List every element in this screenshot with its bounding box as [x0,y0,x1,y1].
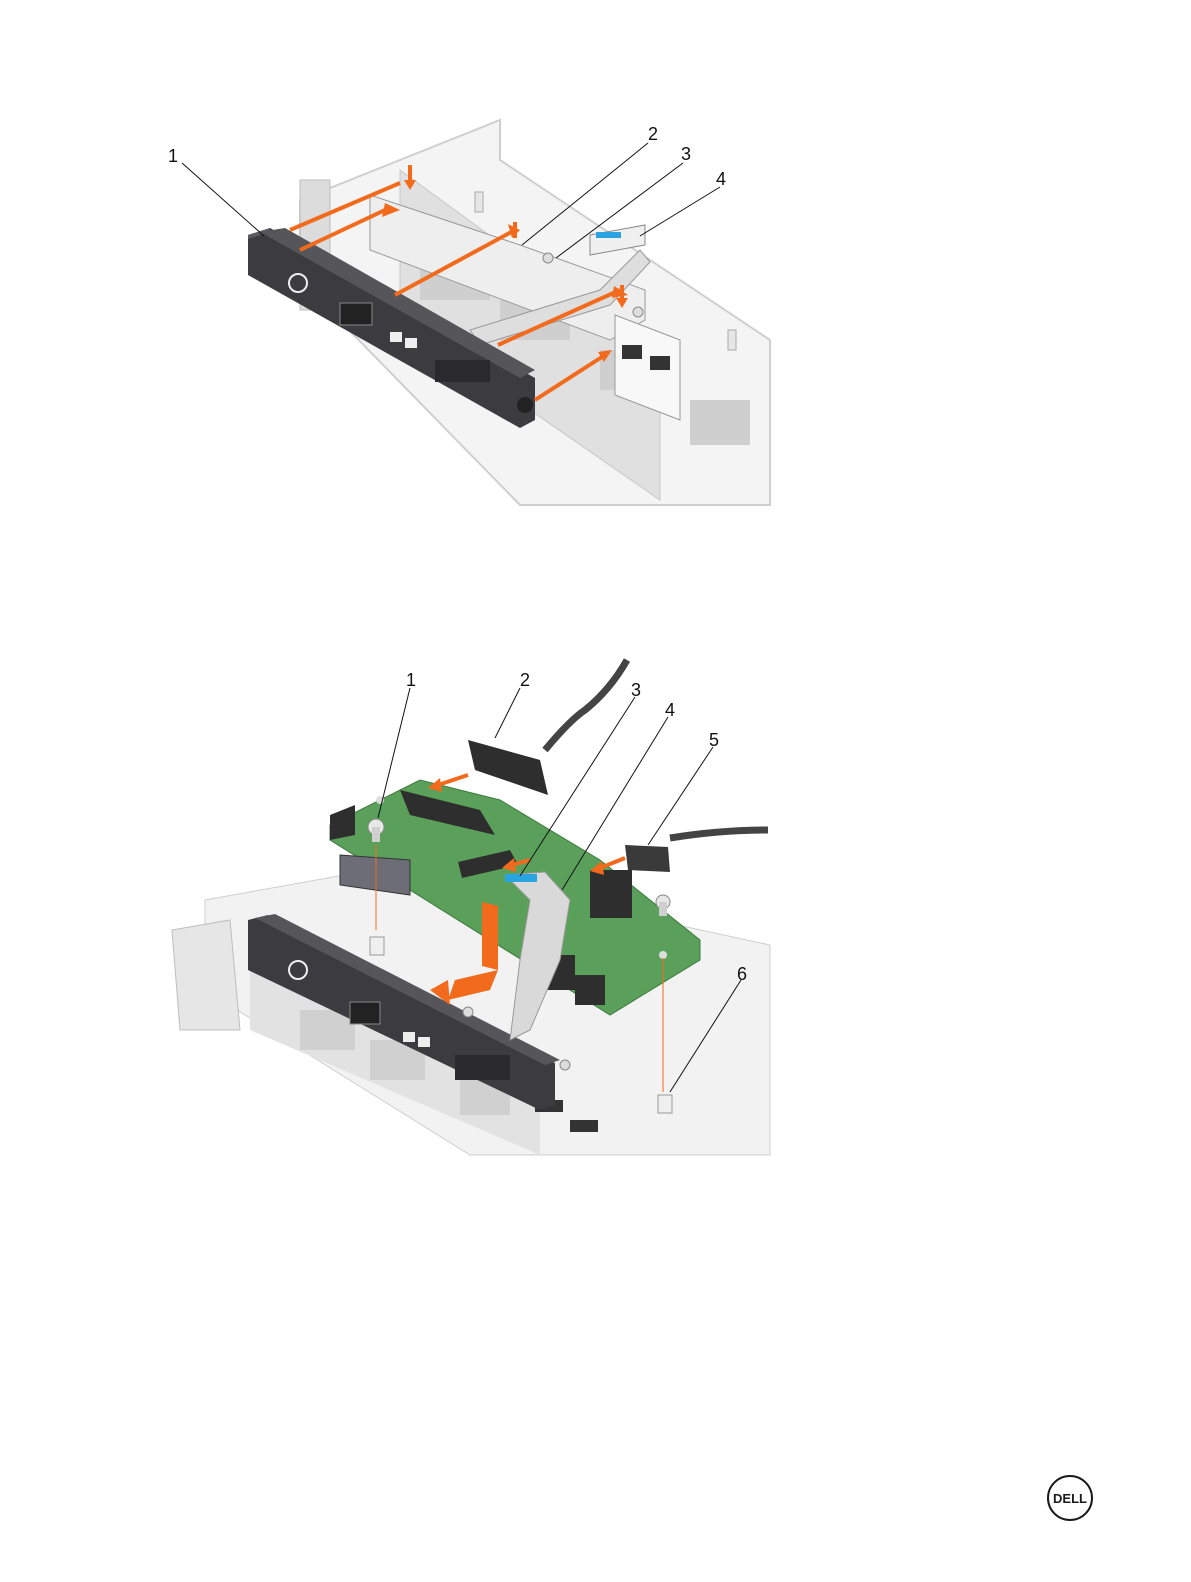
power-connector [590,870,632,918]
diagram-1-svg: 1 2 3 4 [0,0,1191,560]
cable-connector-2 [468,740,548,795]
callout-1-1: 1 [168,146,178,166]
standoff-icon [370,937,384,955]
callout-2-6: 6 [737,964,747,984]
diagram-2-svg: 1 2 3 4 5 6 [0,600,1191,1200]
callout-2-2: 2 [520,670,530,690]
callout-2-3: 3 [631,680,641,700]
control-panel-figure-2: 1 2 3 4 5 6 [0,600,1191,1200]
ribbon-tab-icon [596,232,621,238]
callout-2-5: 5 [709,730,719,750]
cable-connector-5 [625,845,670,872]
callout-1-2: 2 [648,124,658,144]
usb-port-icon [390,332,402,342]
cables-2 [545,660,768,838]
dell-logo-icon: DELL [1046,1474,1094,1522]
usb-port-icon [403,1032,415,1042]
vga-port-icon [340,303,372,325]
callout-2-1: 1 [406,670,416,690]
callout-1-4: 4 [716,169,726,189]
logo-text: DELL [1053,1491,1087,1506]
vga-port-icon [350,1002,380,1024]
callout-1-3: 3 [681,144,691,164]
control-panel-figure-1: 1 2 3 4 [0,0,1191,560]
callout-2-4: 4 [665,700,675,720]
dell-logo: DELL [1046,1474,1094,1522]
